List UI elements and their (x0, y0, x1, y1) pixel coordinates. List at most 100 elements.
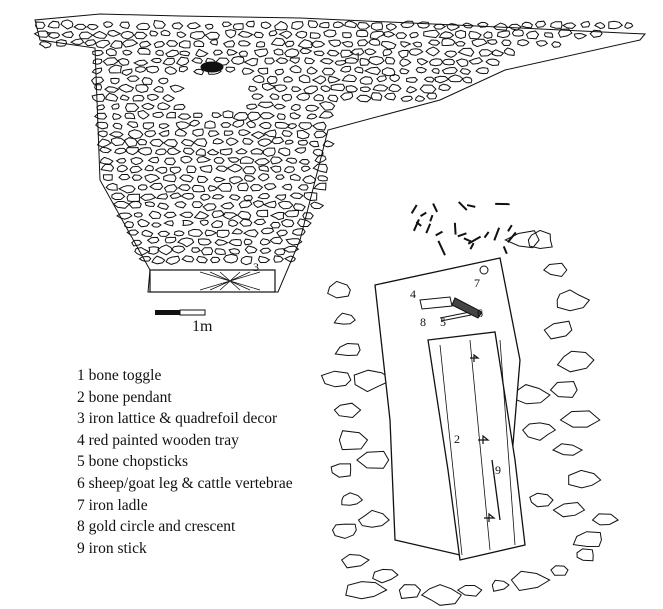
stone (165, 39, 179, 47)
stone (549, 380, 578, 398)
stone (193, 210, 210, 220)
plan-marker-7: 7 (474, 276, 480, 290)
stone (195, 148, 206, 156)
stone (281, 93, 293, 102)
stone (163, 183, 178, 193)
stone (556, 289, 591, 312)
stone (384, 56, 396, 65)
stone (153, 85, 164, 93)
stone (274, 248, 286, 256)
stone (157, 77, 169, 85)
stone (589, 29, 603, 38)
stone (309, 32, 321, 39)
stone (106, 29, 122, 37)
stone (182, 220, 194, 226)
stone (441, 67, 458, 75)
stone (514, 384, 551, 405)
stone (332, 21, 345, 29)
stone (269, 165, 282, 173)
stone (412, 41, 423, 48)
stone (133, 31, 148, 40)
stone (204, 31, 221, 40)
stone (341, 492, 364, 506)
stone (543, 32, 554, 38)
bone-fragment (467, 235, 482, 245)
stone (181, 255, 195, 263)
stone (522, 422, 557, 441)
stone (299, 47, 313, 55)
stone (557, 28, 573, 38)
stone (235, 148, 248, 155)
stone (245, 20, 255, 28)
stone (110, 137, 126, 147)
stone (266, 75, 278, 85)
stone (271, 136, 285, 145)
stone (163, 174, 177, 183)
stone (163, 157, 176, 166)
stone (280, 218, 295, 228)
stone (291, 21, 304, 31)
stone (382, 48, 393, 57)
stone (157, 230, 171, 237)
stone (262, 147, 276, 157)
stone (120, 30, 135, 40)
stone (262, 82, 277, 91)
stone (253, 218, 267, 226)
stone (116, 212, 133, 220)
stone (527, 229, 553, 250)
stone (237, 30, 254, 38)
legend-item: 5 bone chopsticks (77, 453, 189, 471)
stone (405, 86, 418, 94)
stone (478, 49, 494, 57)
section-drawing (33, 13, 647, 293)
stone (116, 164, 129, 173)
bone-fragment (415, 221, 422, 227)
stone (572, 531, 602, 548)
stone (177, 184, 191, 192)
stone (251, 93, 264, 100)
stone (179, 50, 191, 57)
stone (96, 138, 112, 148)
stone (301, 165, 311, 173)
stone (98, 146, 113, 154)
legend-item: 7 iron ladle (77, 496, 148, 514)
stone (468, 30, 482, 40)
stone (222, 40, 236, 48)
stone (398, 584, 422, 599)
stone (46, 32, 61, 39)
stone (357, 509, 390, 528)
stone (283, 166, 296, 174)
stone (229, 176, 244, 185)
iron-stick-item (491, 459, 501, 521)
stone (104, 86, 120, 93)
plan-marker-5: 5 (440, 315, 446, 329)
stone (191, 201, 204, 209)
stone (141, 102, 155, 111)
plank-lines (439, 339, 516, 556)
stone (141, 229, 154, 237)
stone (269, 93, 280, 100)
stone (70, 38, 85, 45)
stone (247, 111, 262, 122)
stone (132, 94, 145, 102)
stone (92, 49, 105, 57)
stone (273, 103, 286, 110)
stone (260, 21, 272, 30)
stone (455, 58, 469, 68)
bone-fragment (425, 223, 432, 234)
stone (84, 39, 97, 47)
stone (138, 256, 152, 262)
stone (195, 48, 209, 58)
stone (249, 184, 264, 192)
stone (178, 174, 194, 183)
stone (238, 50, 249, 57)
stone (420, 584, 463, 606)
stone (431, 68, 440, 75)
stone (423, 29, 441, 39)
stone (320, 85, 331, 93)
stone (252, 200, 265, 209)
stone (297, 39, 314, 49)
stone (269, 221, 281, 229)
stone (492, 22, 508, 31)
